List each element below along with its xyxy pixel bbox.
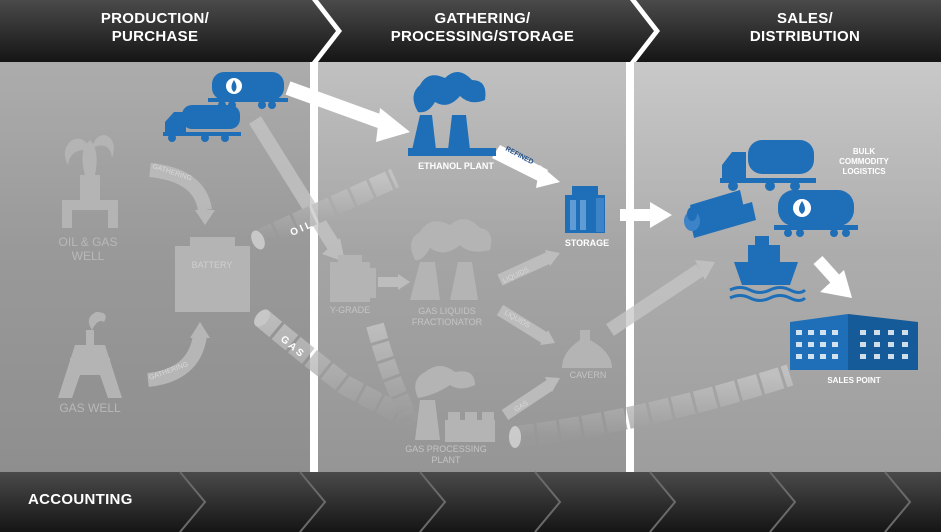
stage-title-line1: SALES/ [777, 10, 833, 27]
gas-well-icon [58, 312, 122, 398]
blue-assets [163, 71, 918, 370]
label-battery: BATTERY [192, 260, 233, 270]
tanker-truck-icon [163, 105, 241, 142]
accounting-chevrons [179, 471, 912, 532]
pipe-bundle-icon [684, 190, 756, 238]
panel-divider-1 [310, 62, 318, 472]
arrow-to-sales [650, 202, 672, 228]
stage-title-line2: DISTRIBUTION [749, 28, 861, 45]
stage-header-production: PRODUCTION/ PURCHASE [60, 10, 250, 46]
ghost-flows [147, 116, 794, 448]
cavern-icon [562, 330, 612, 368]
label-gas-processing-1: GAS PROCESSING [405, 444, 487, 454]
stage-header-gathering: GATHERING/ PROCESSING/STORAGE [360, 10, 605, 46]
label-y-grade: Y-GRADE [330, 305, 370, 315]
label-bulk-1: BULK [853, 147, 875, 156]
stage-chevron-sales [636, 0, 941, 62]
accounting-bar [0, 472, 941, 532]
battery-icon [175, 237, 250, 312]
label-oil-gas-well-1: OIL & GAS [59, 235, 118, 249]
label-oil-gas-well-2: WELL [72, 249, 105, 263]
gas-processing-plant-icon [415, 366, 495, 442]
stage-chevron-gathering [318, 0, 654, 62]
label-bulk-3: LOGISTICS [842, 167, 886, 176]
stage-title-line2: PROCESSING/STORAGE [390, 28, 575, 45]
label-fractionator-1: GAS LIQUIDS [418, 306, 476, 316]
stage-title-line1: GATHERING/ [434, 10, 531, 27]
ghost-facilities [58, 135, 612, 442]
rail-tank-car-icon [208, 72, 288, 109]
oil-gas-well-icon [62, 135, 118, 228]
gas-liquids-fractionator-icon [410, 219, 492, 300]
oil-pipeline [253, 168, 400, 250]
label-fractionator-2: FRACTIONATOR [412, 317, 483, 327]
y-grade-icon [330, 255, 376, 302]
rail-car-icon [774, 190, 858, 237]
node-labels: OIL & GAS WELL GAS WELL BATTERY ETHANOL … [59, 147, 890, 465]
sales-pipeline [513, 364, 794, 448]
sales-point-building-icon [790, 314, 918, 370]
label-ethanol-plant: ETHANOL PLANT [418, 161, 494, 171]
refined-arrow [492, 145, 548, 182]
stage-title-line2: PURCHASE [111, 28, 199, 45]
ship-icon [729, 236, 807, 302]
ethanol-plant-icon [408, 71, 496, 156]
storage-icon [565, 186, 605, 233]
label-gas-processing-2: PLANT [431, 455, 461, 465]
flow-trucks-to-ygrade [249, 116, 341, 252]
ygrade-pipeline [366, 322, 419, 425]
arrow-to-sales-point [820, 270, 852, 298]
label-storage: STORAGE [565, 238, 609, 248]
primary-flow-arrows [285, 81, 852, 298]
gas-pipeline [255, 310, 425, 434]
stage-header-sales: SALES/ DISTRIBUTION [700, 10, 910, 46]
sales-truck-icon [720, 140, 816, 191]
label-sales-point: SALES POINT [827, 376, 880, 385]
arrow-to-ethanol [376, 108, 410, 142]
stage-chevron-production [0, 0, 336, 62]
label-cavern: CAVERN [570, 370, 607, 380]
label-bulk-2: COMMODITY [839, 157, 889, 166]
accounting-label: ACCOUNTING [28, 491, 133, 508]
stage-title-line1: PRODUCTION/ [100, 10, 210, 27]
label-gas-well: GAS WELL [59, 401, 121, 415]
panel-divider-2 [626, 62, 634, 472]
